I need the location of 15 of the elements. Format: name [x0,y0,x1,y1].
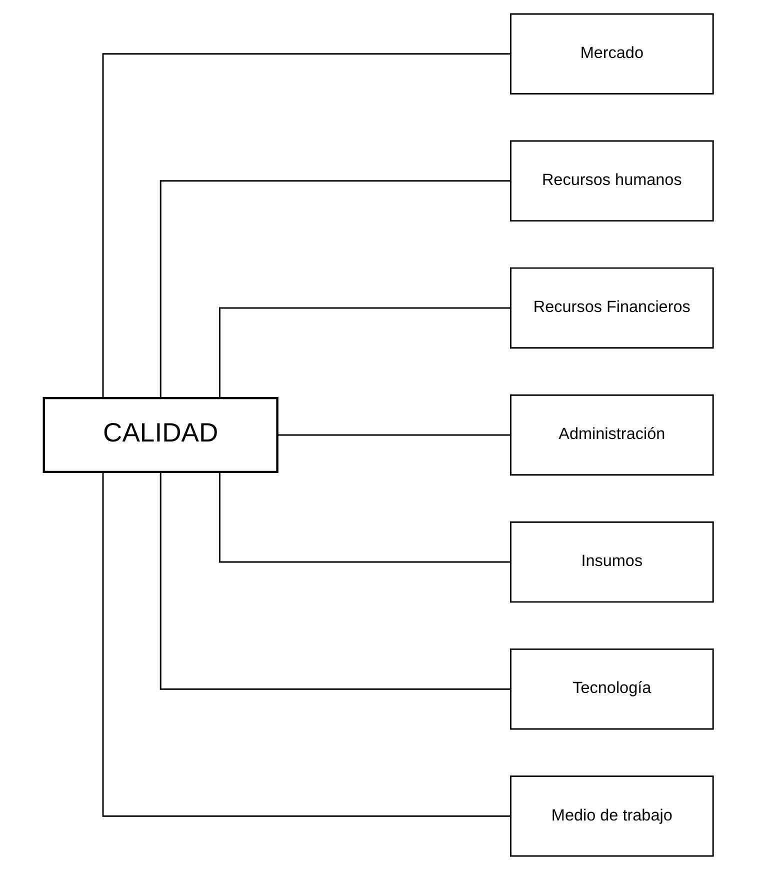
node-box: Recursos Financieros [510,267,714,349]
node-box: Administración [510,394,714,476]
connector [277,434,511,436]
node-box: CALIDAD [42,396,278,474]
node-box: Insumos [510,521,714,603]
node-box: Medio de trabajo [510,776,714,857]
node-box: Recursos humanos [510,140,714,222]
connector [218,472,510,563]
node-box: Mercado [510,13,714,94]
connector [102,472,510,817]
connector [102,53,510,398]
connector [160,180,511,398]
node-box: Tecnología [510,648,714,730]
connector [218,307,510,398]
connector [160,472,511,690]
